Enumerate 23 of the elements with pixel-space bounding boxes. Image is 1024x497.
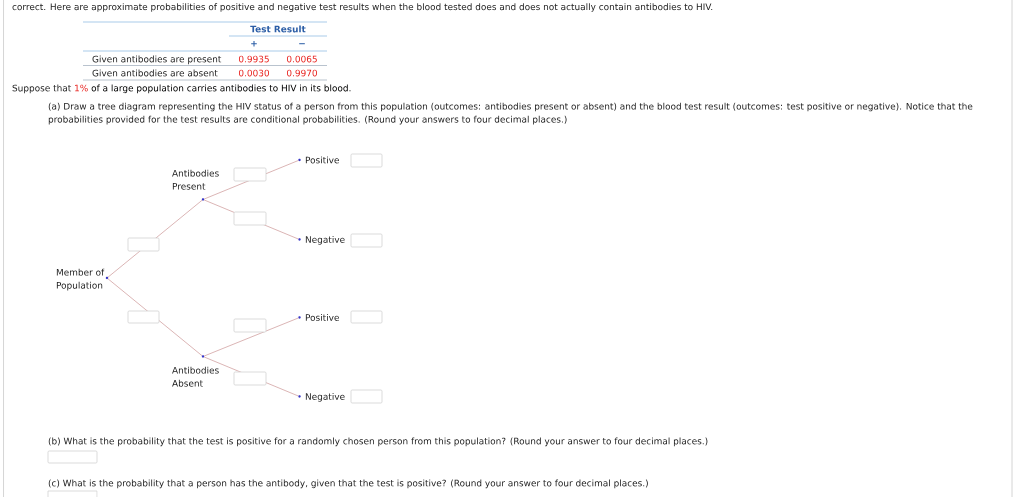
branch-line bbox=[203, 317, 299, 357]
text-line: Suppose that 1% of a large population carries antibodies to HIV in its blood. bbox=[12, 84, 351, 94]
tree-label: Antibodies Absent bbox=[172, 366, 219, 387]
tree-label: Positive bbox=[305, 156, 339, 164]
tree-label: Negative bbox=[305, 393, 345, 402]
tree-label: Antibodies Present bbox=[172, 169, 219, 190]
probability-value: 0.0065 bbox=[286, 55, 317, 63]
tree-label: Member of Population bbox=[56, 268, 105, 291]
row-label: Given antibodies are present bbox=[92, 55, 222, 65]
question-text: (c) What is the probability that a person has the antibody, given that the test is positive? (Round your answer to four decimal places.) bbox=[48, 479, 648, 489]
column-sign: + bbox=[251, 40, 257, 47]
row-label: Given antibodies are absent bbox=[92, 69, 218, 77]
probability-value: 0.0030 bbox=[238, 69, 270, 77]
tree-label: Positive bbox=[305, 314, 339, 321]
probability-value: 0.9935 bbox=[238, 55, 269, 63]
branch-line bbox=[107, 278, 203, 357]
question-text: (b) What is the probability that the test is positive for a randomly chosen person from this population? (Round your answer to four decimal places.) bbox=[48, 437, 708, 447]
tree-label: Negative bbox=[305, 236, 345, 245]
probability-value: 0.9970 bbox=[286, 69, 318, 77]
text-line: correct. Here are approximate probabilities of positive and negative test results when the blood tested does and does not actually contain antibodies to HIV. bbox=[12, 3, 713, 12]
column-header: Test Result bbox=[250, 25, 306, 33]
question-text: (a) Draw a tree diagram representing the HIV status of a person from this population (outcomes: antibodies present or absent) and the blood test result (outcomes: test positive or negative). Notice that the probabilities provided for the test results are conditional probabilities. (Round your answers to four decimal places.) bbox=[48, 102, 973, 125]
column-sign: − bbox=[299, 43, 305, 45]
